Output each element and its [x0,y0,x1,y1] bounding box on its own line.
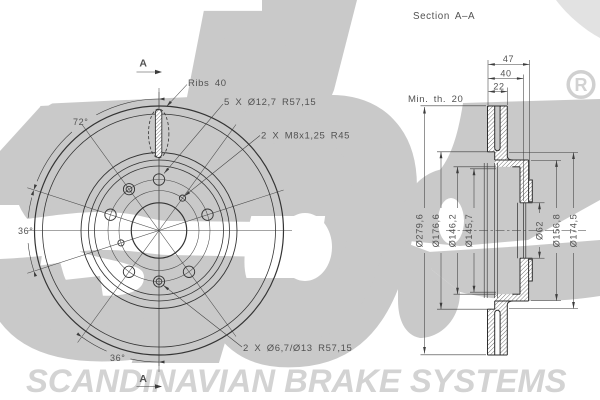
svg-text:Ø156,8: Ø156,8 [551,214,561,248]
svg-text:Ø279,6: Ø279,6 [414,214,424,248]
svg-text:36°: 36° [110,353,125,363]
svg-text:Ø176,6: Ø176,6 [431,214,441,248]
svg-text:b: b [142,0,417,400]
svg-text:SCANDINAVIAN BRAKE SYSTEMS: SCANDINAVIAN BRAKE SYSTEMS [26,362,567,399]
svg-text:A: A [139,373,147,385]
svg-text:Section A–A: Section A–A [413,11,475,22]
svg-text:40: 40 [500,69,511,79]
svg-text:A: A [139,58,147,70]
svg-text:47: 47 [503,54,514,64]
svg-text:Ø146,2: Ø146,2 [447,214,457,248]
svg-text:R: R [575,75,588,95]
svg-text:Ribs 40: Ribs 40 [188,78,227,89]
svg-text:Ø145,7: Ø145,7 [464,214,474,248]
svg-text:Min. th. 20: Min. th. 20 [408,94,463,105]
svg-text:2 X M8x1,25 R45: 2 X M8x1,25 R45 [261,131,350,142]
svg-text:5 X Ø12,7 R57,15: 5 X Ø12,7 R57,15 [224,97,316,108]
svg-text:2 X Ø6,7/Ø13 R57,15: 2 X Ø6,7/Ø13 R57,15 [243,343,352,354]
svg-text:Ø174,5: Ø174,5 [568,214,578,248]
svg-text:72°: 72° [73,117,88,127]
svg-text:22: 22 [493,82,504,92]
svg-text:36°: 36° [18,226,33,236]
svg-text:Ø62: Ø62 [534,221,544,240]
